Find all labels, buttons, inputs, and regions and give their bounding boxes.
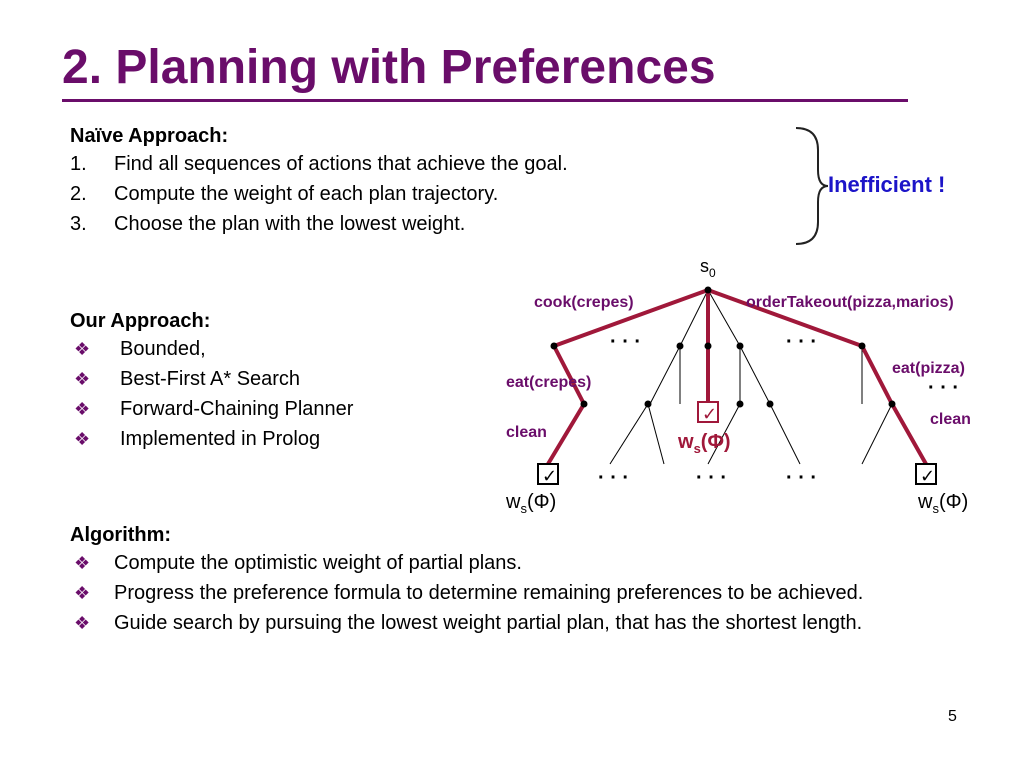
- diamond-bullet-icon: ❖: [74, 553, 91, 573]
- naive-item-number: 2.: [70, 183, 87, 205]
- tree-nodes: [550, 286, 896, 408]
- naive-item-text: Find all sequences of actions that achie…: [114, 153, 568, 175]
- our-approach-item-text: Implemented in Prolog: [120, 428, 321, 450]
- ellipsis: · · ·: [786, 331, 817, 353]
- tree-node: [644, 400, 652, 408]
- our-approach-item-text: Forward-Chaining Planner: [120, 398, 354, 420]
- our-approach-heading: Our Approach:: [70, 310, 211, 332]
- diamond-bullet-icon: ❖: [74, 583, 91, 603]
- algorithm-item-text: Progress the preference formula to deter…: [114, 582, 864, 604]
- edge-label: eat(crepes): [506, 374, 591, 391]
- algorithm-item: ❖ Guide search by pursuing the lowest we…: [70, 610, 1000, 636]
- our-approach-item: ❖ Implemented in Prolog: [70, 424, 353, 454]
- ellipsis: · · ·: [610, 331, 641, 353]
- weight-label-highlighted: ws(Φ): [677, 431, 731, 456]
- algorithm-item: ❖ Compute the optimistic weight of parti…: [70, 550, 1000, 576]
- root-state-label: s0: [700, 256, 716, 280]
- naive-approach-section: Naïve Approach: 1. Find all sequences of…: [70, 123, 568, 239]
- edge-label: cook(crepes): [534, 294, 634, 311]
- algorithm-item-text: Guide search by pursuing the lowest weig…: [114, 612, 863, 634]
- diamond-bullet-icon: ❖: [74, 339, 91, 359]
- tree-node: [888, 400, 896, 408]
- tree-node: [736, 400, 744, 408]
- tree-node: [550, 342, 558, 350]
- curly-bracket: [795, 127, 829, 245]
- title-underline: [62, 99, 908, 102]
- naive-approach-heading: Naïve Approach:: [70, 125, 229, 147]
- goal-checkbox-icon: ✓: [915, 463, 937, 487]
- our-approach-item-text: Best-First A* Search: [120, 368, 301, 390]
- naive-item: 2. Compute the weight of each plan traje…: [70, 179, 568, 209]
- svg-text:✓: ✓: [920, 466, 935, 487]
- tree-thin-edges: [609, 289, 893, 465]
- tree-node: [676, 342, 684, 350]
- tree-node: [580, 400, 588, 408]
- naive-item-text: Choose the plan with the lowest weight.: [114, 213, 466, 235]
- tree-node: [858, 342, 866, 350]
- tree-highlighted-paths: [546, 288, 928, 466]
- ellipsis: · · ·: [786, 467, 817, 489]
- naive-item: 1. Find all sequences of actions that ac…: [70, 149, 568, 179]
- goal-checkbox-icon: ✓: [537, 463, 559, 487]
- naive-item: 3. Choose the plan with the lowest weigh…: [70, 209, 568, 239]
- tree-node: [766, 400, 774, 408]
- algorithm-section: Algorithm: ❖ Compute the optimistic weig…: [70, 522, 1000, 640]
- our-approach-item-text: Bounded,: [120, 338, 206, 360]
- diamond-bullet-icon: ❖: [74, 399, 91, 419]
- edge-label: clean: [506, 424, 547, 441]
- svg-text:✓: ✓: [542, 466, 557, 487]
- weight-label: ws(Φ): [505, 491, 556, 516]
- naive-item-text: Compute the weight of each plan trajecto…: [114, 183, 499, 205]
- slide-title: 2. Planning with Preferences: [62, 41, 716, 94]
- our-approach-item: ❖ Bounded,: [70, 334, 353, 364]
- our-approach-section: Our Approach: ❖ Bounded, ❖ Best-First A*…: [70, 308, 353, 454]
- inefficient-label: Inefficient !: [828, 172, 946, 197]
- our-approach-item: ❖ Best-First A* Search: [70, 364, 353, 394]
- naive-item-number: 3.: [70, 213, 87, 235]
- edge-label: eat(pizza): [892, 360, 965, 377]
- tree-node: [704, 286, 712, 294]
- diamond-bullet-icon: ❖: [74, 613, 91, 633]
- algorithm-item-text: Compute the optimistic weight of partial…: [114, 552, 522, 574]
- edge-label: orderTakeout(pizza,marios): [746, 294, 954, 311]
- our-approach-item: ❖ Forward-Chaining Planner: [70, 394, 353, 424]
- diamond-bullet-icon: ❖: [74, 429, 91, 449]
- svg-text:✓: ✓: [702, 404, 717, 425]
- ellipsis: · · ·: [928, 377, 959, 399]
- tree-node: [736, 342, 744, 350]
- edge-label: clean: [930, 411, 971, 428]
- page-number: 5: [948, 708, 957, 725]
- weight-label: ws(Φ): [917, 491, 968, 516]
- naive-item-number: 1.: [70, 153, 87, 175]
- ellipsis: · · ·: [696, 467, 727, 489]
- algorithm-heading: Algorithm:: [70, 524, 172, 546]
- goal-checkbox-icon: ✓: [697, 401, 719, 425]
- algorithm-item: ❖ Progress the preference formula to det…: [70, 580, 1000, 606]
- ellipsis: · · ·: [598, 467, 629, 489]
- tree-node: [704, 342, 712, 350]
- diamond-bullet-icon: ❖: [74, 369, 91, 389]
